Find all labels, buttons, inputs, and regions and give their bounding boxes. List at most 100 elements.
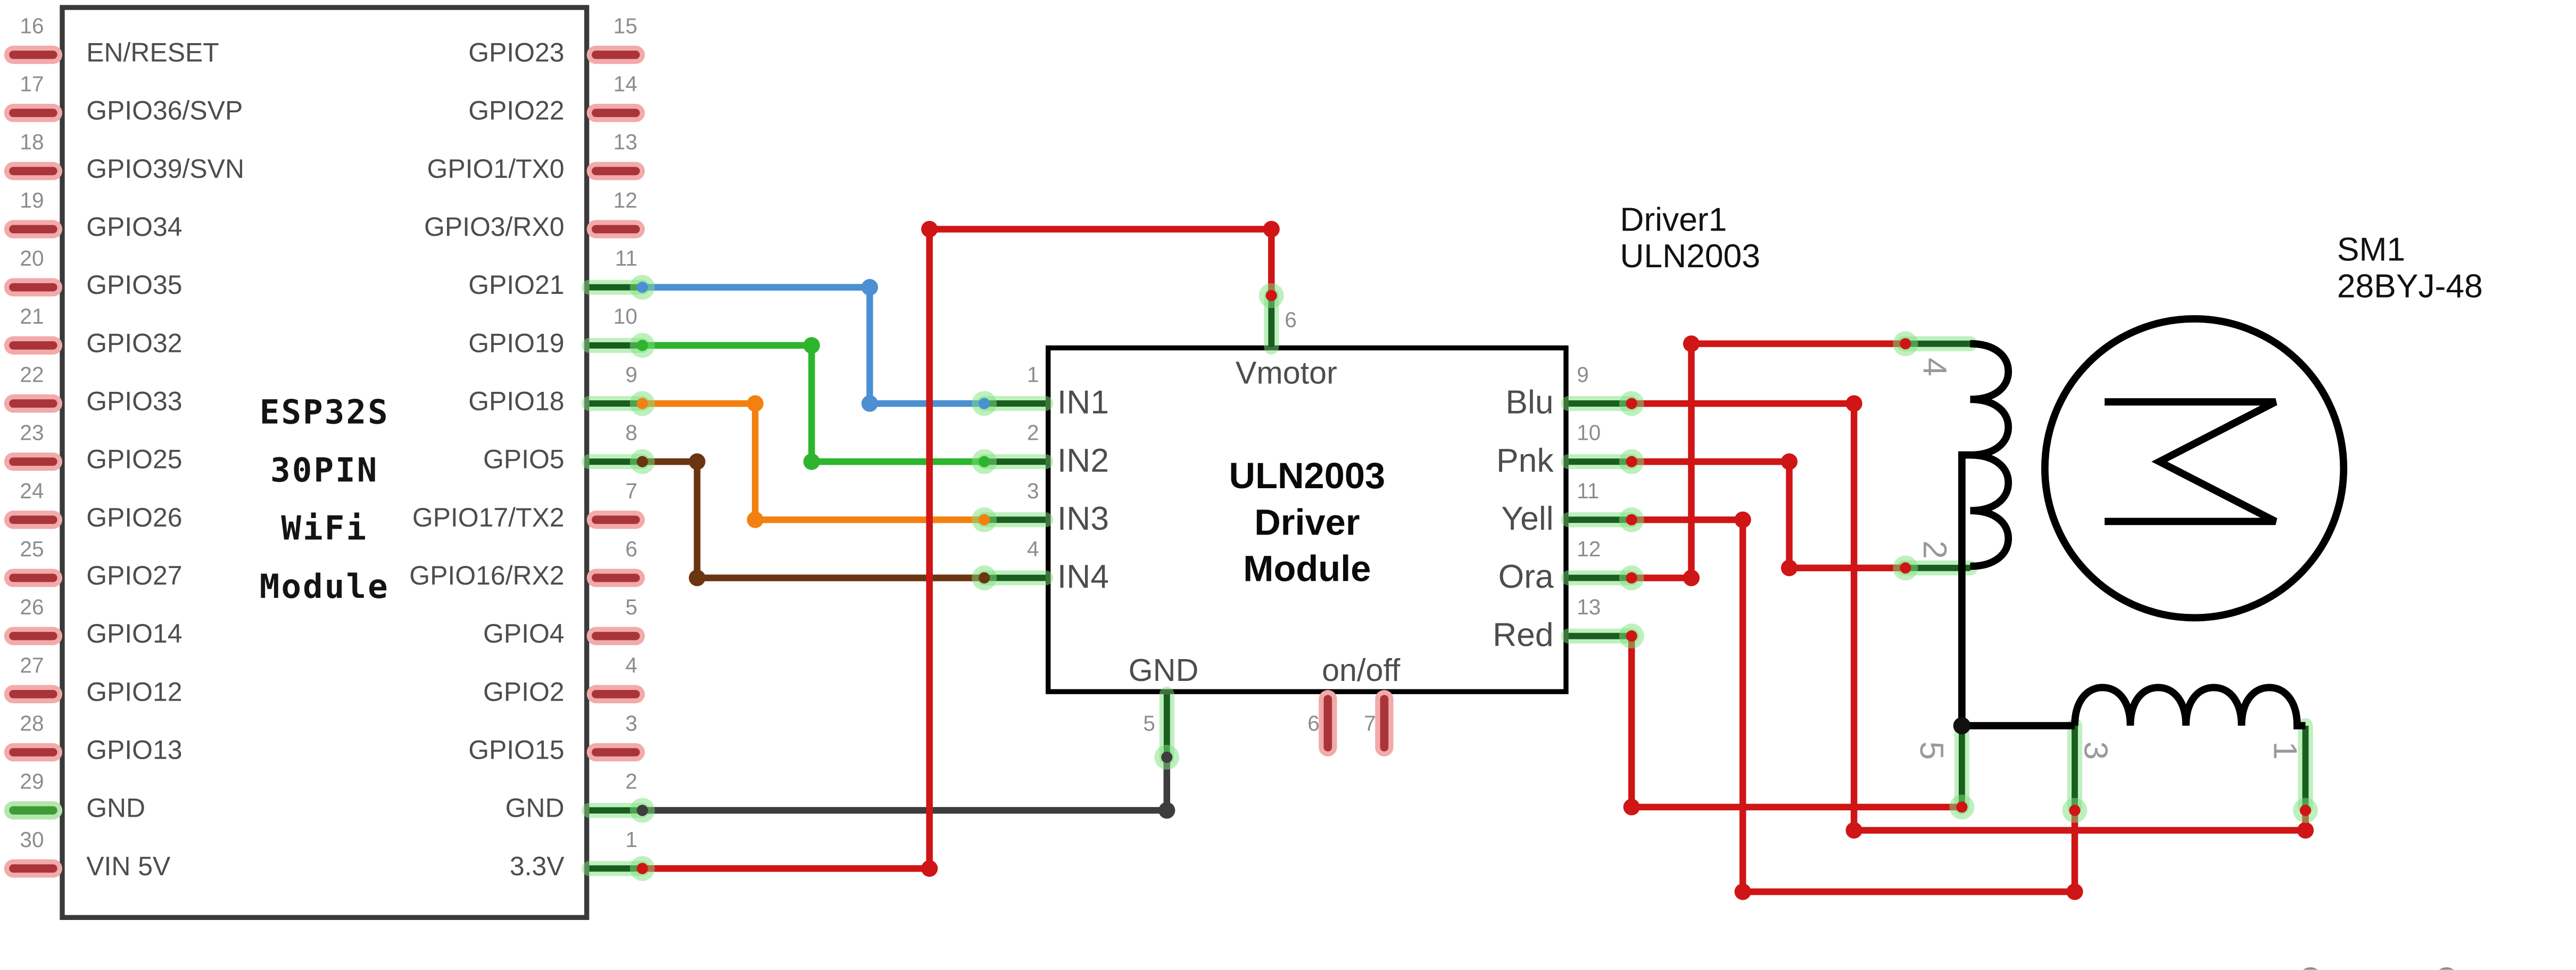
motor-center-tap: [1958, 451, 2075, 729]
connection-glow: [629, 391, 655, 416]
esp32-pin-label-en/reset: EN/RESET: [86, 39, 219, 68]
wire-gpio18-in3[interactable]: [639, 400, 988, 523]
uln-pin-label-in2: IN2: [1057, 443, 1109, 480]
wire-bend-dot: [689, 569, 706, 587]
connection-glow: [629, 275, 655, 300]
uln-pin-number-1: 1: [1027, 361, 1039, 387]
connection-glow: [629, 856, 655, 881]
esp32-pin-label-gpio5: GPIO5: [483, 447, 565, 475]
connection-cap: [1626, 572, 1637, 584]
wire-ora-to-motor4[interactable]: [1628, 340, 1909, 581]
esp32-pin-number-15: 15: [613, 13, 637, 38]
wire-gpio19-in2[interactable]: [639, 342, 988, 465]
uln-title-line: ULN2003: [1229, 455, 1386, 497]
connection-cap: [979, 572, 990, 584]
wire-gpio21-in1[interactable]: [639, 284, 988, 407]
connection-glow: [2062, 798, 2088, 823]
uln-pin-label-red: Red: [1493, 618, 1554, 654]
wire-bend-dot: [1780, 453, 1798, 470]
connection-glow: [972, 391, 997, 416]
esp32-pin-label-gpio12: GPIO12: [86, 679, 183, 708]
esp32-pin-label-3.3v: 3.3V: [509, 853, 565, 882]
esp32-pin-label-gpio32: GPIO32: [86, 330, 183, 359]
esp32-pin-label-vin 5v: VIN 5V: [86, 853, 171, 882]
uln-title-line: Module: [1243, 548, 1371, 590]
wire-bend-dot: [1845, 395, 1862, 412]
uln-ref-label: Driver1: [1620, 202, 1727, 240]
uln-pin-number-2: 2: [1027, 420, 1039, 445]
connection-glow: [2293, 798, 2318, 823]
esp32-pin-number-7: 7: [625, 478, 637, 504]
connection-cap: [1265, 290, 1277, 301]
connection-cap: [979, 398, 990, 409]
wire-gpio5-in4[interactable]: [639, 458, 988, 581]
esp32-pin-number-1: 1: [625, 827, 637, 852]
wire-blu-to-motor1[interactable]: [1628, 400, 2309, 834]
wire-bend-dot: [1683, 569, 1700, 587]
esp32-pin-label-gpio34: GPIO34: [86, 214, 183, 243]
esp32-pin-label-gnd: GND: [505, 795, 565, 824]
wire-red-to-motor5[interactable]: [1628, 632, 1966, 811]
connection-glow: [1258, 283, 1284, 308]
esp32-pin-number-2: 2: [625, 769, 637, 794]
motor-part-label: 28BYJ-48: [2337, 269, 2483, 306]
esp32-pin-number-8: 8: [625, 420, 637, 445]
connection-cap: [636, 862, 648, 874]
connection-glow: [972, 507, 997, 532]
esp32-pin-label-gpio18: GPIO18: [468, 388, 565, 417]
esp32-pin-label-gpio1/tx0: GPIO1/TX0: [427, 156, 565, 185]
connection-cap: [636, 804, 648, 816]
esp32-pin-number-4: 4: [625, 652, 637, 678]
wire-bend-dot: [803, 337, 820, 354]
esp32-pin-number-14: 14: [613, 71, 637, 96]
wire-gnd-to-uln-gnd[interactable]: [639, 754, 1171, 814]
wire-pnk-to-motor2[interactable]: [1628, 458, 1909, 572]
connection-cap: [636, 340, 648, 351]
esp32-title-line: Module: [259, 566, 390, 606]
esp32-pin-number-5: 5: [625, 594, 637, 620]
motor-m-icon: [2105, 398, 2277, 525]
wire-bend-dot: [1683, 335, 1700, 352]
esp32-pin-label-gpio17/tx2: GPIO17/TX2: [412, 505, 565, 533]
esp32-pin-number-24: 24: [20, 478, 44, 504]
uln-title-line: Driver: [1254, 501, 1360, 543]
uln-pin-label-in4: IN4: [1057, 560, 1109, 596]
esp32-title-line: WiFi: [281, 508, 368, 548]
esp32-pin-label-gpio2: GPIO2: [483, 679, 565, 708]
connection-cap: [979, 514, 990, 525]
motor-pin-number-2: 2: [1916, 540, 1953, 559]
uln-pin-label-in1: IN1: [1057, 385, 1109, 422]
esp32-module-body[interactable]: [60, 5, 590, 920]
connection-glow: [1619, 565, 1644, 590]
esp32-pin-number-16: 16: [20, 13, 44, 38]
connection-glow: [1619, 391, 1644, 416]
connection-glow: [629, 333, 655, 358]
connection-cap: [1626, 456, 1637, 467]
esp32-pin-number-27: 27: [20, 652, 44, 678]
wire-bend-dot: [861, 279, 879, 296]
connection-glow: [629, 449, 655, 474]
connection-glow: [1619, 449, 1644, 474]
uln-vmotor-label: Vmotor: [1235, 357, 1337, 392]
wire-bend-dot: [921, 220, 938, 238]
connection-glow: [972, 449, 997, 474]
motor-coil-a: [1970, 340, 2012, 570]
esp32-pin-label-gpio25: GPIO25: [86, 447, 183, 475]
wire-bend-dot: [921, 860, 938, 877]
esp32-pin-number-12: 12: [613, 187, 637, 213]
esp32-pin-label-gpio35: GPIO35: [86, 272, 183, 301]
connection-cap: [1956, 801, 1968, 813]
stepper-motor-symbol[interactable]: [1953, 315, 2348, 735]
wire-bend-dot: [1845, 822, 1862, 839]
wire-bend-dot: [689, 453, 706, 470]
connection-cap: [1161, 751, 1173, 763]
esp32-pin-number-29: 29: [20, 769, 44, 794]
uln-pin-number-13: 13: [1577, 594, 1601, 620]
wire-yell-to-motor3[interactable]: [1628, 516, 2078, 895]
connection-cap: [2069, 804, 2081, 816]
connection-glow: [1619, 623, 1644, 649]
wire-bend-dot: [1780, 560, 1798, 577]
connection-cap: [979, 456, 990, 467]
esp32-pin-number-23: 23: [20, 420, 44, 445]
